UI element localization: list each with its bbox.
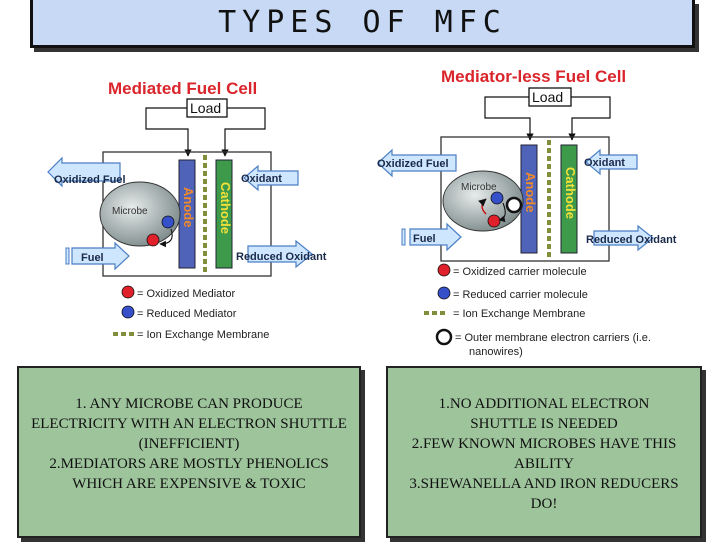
right-oxidized-carrier-dot	[487, 214, 501, 228]
right-reduced-carrier-dot	[490, 191, 504, 205]
left-wire-anode	[145, 107, 192, 157]
right-legend-reduced-dot	[437, 286, 451, 300]
left-microbe	[99, 181, 181, 247]
left-fuel-label: Fuel	[81, 252, 104, 264]
right-fuel-label: Fuel	[413, 233, 436, 245]
left-load-label: Load	[190, 100, 221, 116]
left-anode-label: Anode	[181, 187, 196, 227]
left-oxidized-fuel-arrow	[47, 156, 121, 188]
mediated-fuel-cell-diagram: Mediated Fuel Cell Load Anode Cathode Mi…	[47, 79, 327, 341]
right-wire-anode	[484, 96, 534, 141]
right-cathode	[560, 144, 578, 254]
right-legend-nanowire-ring	[435, 328, 453, 346]
mediatorless-fuel-cell-diagram: Mediator-less Fuel Cell Load Anode Catho…	[377, 67, 677, 358]
left-mediator-cycle-arrow	[159, 228, 173, 248]
left-legend-reduced-label: = Reduced Mediator	[137, 308, 237, 320]
right-heading: Mediator-less Fuel Cell	[441, 67, 626, 86]
right-oxidant-label: Oxidant	[584, 157, 625, 169]
left-oxidized-fuel-label: Oxidized Fuel	[54, 174, 126, 186]
left-legend-oxidized-dot	[121, 285, 135, 299]
right-reduced-oxidant-label: Reduced Oxidant	[586, 234, 677, 246]
left-fuel-tail-bar	[65, 247, 70, 265]
right-cathode-label: Cathode	[563, 167, 578, 219]
mediated-description-box: 1. ANY MICROBE CAN PRODUCE ELECTRICITY W…	[17, 366, 361, 538]
left-cathode-label: Cathode	[218, 182, 233, 234]
mediatorless-description-box: 1.NO ADDITIONAL ELECTRON SHUTTLE IS NEED…	[386, 366, 702, 538]
left-wire-cathode	[221, 107, 266, 157]
right-oxidant-arrow	[585, 148, 638, 176]
right-legend-oxidized-dot	[437, 263, 451, 277]
right-load-label: Load	[532, 89, 563, 105]
left-legend-oxidized-label: = Oxidized Mediator	[137, 288, 235, 300]
left-heading: Mediated Fuel Cell	[108, 79, 257, 98]
right-anode-label: Anode	[523, 172, 538, 212]
right-oxidized-fuel-arrow	[377, 148, 457, 178]
right-legend-membrane-label: = Ion Exchange Membrane	[453, 308, 585, 320]
left-reduced-mediator-dot	[161, 215, 175, 229]
right-reduced-oxidant-arrow	[593, 224, 654, 252]
right-cell-outline	[440, 136, 610, 262]
left-legend-reduced-dot	[121, 305, 135, 319]
left-oxidized-mediator-dot	[146, 233, 160, 247]
right-legend-oxidized-label: = Oxidized carrier molecule	[453, 266, 587, 278]
right-legend-nanowire-label-cont: nanowires)	[469, 346, 523, 358]
left-cathode	[215, 159, 233, 269]
left-reduced-oxidant-arrow	[247, 239, 313, 269]
right-microbe-label: Microbe	[461, 182, 497, 193]
right-fuel-tail-bar	[401, 228, 406, 246]
left-fuel-arrow	[71, 241, 130, 271]
left-oxidant-arrow	[243, 164, 299, 192]
title-banner: TYPES OF MFC	[30, 0, 695, 48]
right-wire-cathode	[568, 96, 611, 141]
right-electron-arrow	[478, 198, 487, 215]
left-legend-membrane-label: = Ion Exchange Membrane	[137, 329, 269, 341]
right-carrier-cycle-arrow	[498, 202, 506, 223]
left-reduced-oxidant-label: Reduced Oxidant	[236, 251, 327, 263]
right-oxidized-fuel-label: Oxidized Fuel	[377, 158, 449, 170]
right-legend-nanowire-label: = Outer membrane electron carriers (i.e.	[455, 332, 651, 344]
page-title: TYPES OF MFC	[218, 5, 507, 40]
right-legend-reduced-label: = Reduced carrier molecule	[453, 289, 588, 301]
left-oxidant-label: Oxidant	[241, 173, 282, 185]
right-fuel-arrow	[409, 222, 462, 252]
left-microbe-label: Microbe	[112, 206, 148, 217]
right-nanowire-ring	[505, 196, 523, 214]
